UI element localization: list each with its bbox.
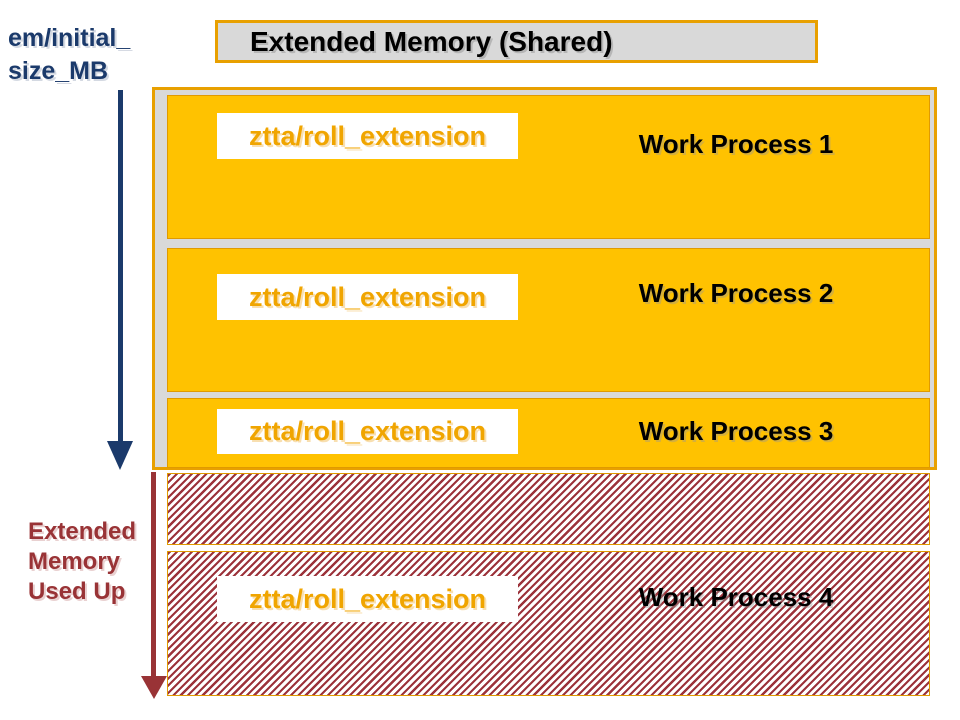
extended-memory-used-up-line1: Extended bbox=[28, 518, 137, 545]
ztta-roll-extension-chip: ztta/roll_extension bbox=[217, 409, 518, 454]
work-process-1-label: Work Process 1 bbox=[638, 129, 834, 159]
work-process-2-label: Work Process 2 bbox=[638, 278, 834, 308]
extended-memory-used-up-line3: Used Up bbox=[28, 578, 126, 605]
em-initial-size-label-line2: size_MB bbox=[8, 57, 109, 85]
em-initial-size-label-line1: em/initial_ bbox=[8, 24, 131, 52]
ztta-roll-extension-chip: ztta/roll_extension bbox=[217, 113, 518, 159]
em-initial-size-arrow-line bbox=[118, 90, 123, 441]
em-initial-size-down-arrowhead-icon bbox=[107, 441, 133, 470]
work-process-2-row: ztta/roll_extension Work Process 2 bbox=[167, 248, 930, 392]
extended-memory-used-up-line2: Memory bbox=[28, 548, 121, 575]
ztta-roll-extension-chip: ztta/roll_extension bbox=[217, 274, 518, 320]
extended-memory-used-up-label: Extended Memory Used Up bbox=[28, 517, 136, 607]
work-process-1-row: ztta/roll_extension Work Process 1 bbox=[167, 95, 930, 239]
work-process-3-label: Work Process 3 bbox=[638, 416, 834, 446]
work-process-3-row: ztta/roll_extension Work Process 3 bbox=[167, 398, 930, 468]
work-process-4-label: Work Process 4 bbox=[638, 582, 834, 612]
extended-memory-title-box: Extended Memory (Shared) bbox=[215, 20, 818, 63]
used-up-arrow-line bbox=[151, 472, 156, 677]
work-process-4-row: ztta/roll_extension Work Process 4 bbox=[167, 551, 930, 696]
em-initial-size-label: em/initial_ size_MB bbox=[8, 22, 130, 88]
ztta-roll-extension-chip: ztta/roll_extension bbox=[217, 576, 518, 622]
extended-memory-title: Extended Memory (Shared) bbox=[250, 26, 613, 57]
used-up-memory-row bbox=[167, 473, 930, 545]
used-up-down-arrowhead-icon bbox=[141, 676, 167, 699]
